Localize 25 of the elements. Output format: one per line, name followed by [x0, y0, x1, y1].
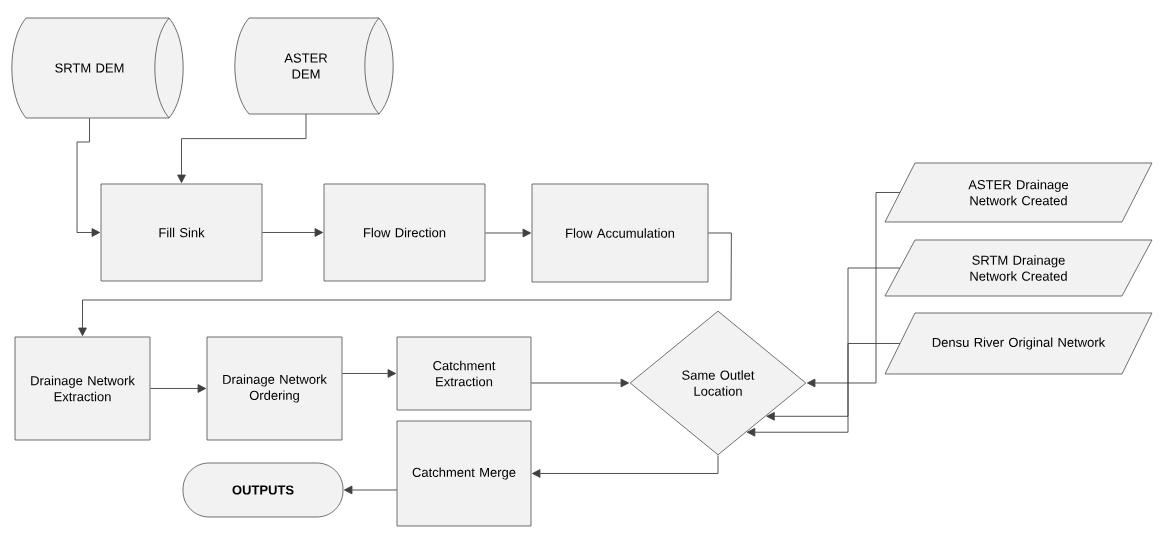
data-store: ASTER DEM	[234, 17, 394, 115]
arrow	[484, 228, 532, 238]
arrow	[766, 267, 901, 421]
arrow	[76, 117, 101, 237]
arrow	[531, 454, 719, 478]
arrow	[746, 343, 901, 437]
data-parallelogram: SRTM Drainage Network Created	[884, 239, 1153, 297]
process-box: Flow Accumulation	[531, 183, 709, 283]
data-parallelogram: ASTER Drainage Network Created	[884, 162, 1153, 223]
arrow	[530, 378, 630, 388]
process-box: Catchment Merge	[396, 420, 532, 527]
process-box: Fill Sink	[100, 183, 263, 282]
arrow	[149, 384, 207, 393]
data-parallelogram: Densu River Original Network	[884, 312, 1153, 375]
process-box: Flow Direction	[323, 183, 486, 282]
arrow	[78, 232, 732, 337]
arrow	[177, 113, 307, 184]
process-box: Catchment Extraction	[396, 336, 532, 411]
arrow	[261, 228, 324, 237]
process-box: Drainage Network Ordering	[206, 336, 343, 441]
arrow	[343, 485, 398, 495]
process-box: Drainage Network Extraction	[14, 336, 151, 441]
arrow	[341, 369, 397, 378]
arrow	[806, 192, 901, 388]
data-store: SRTM DEM	[11, 17, 184, 119]
